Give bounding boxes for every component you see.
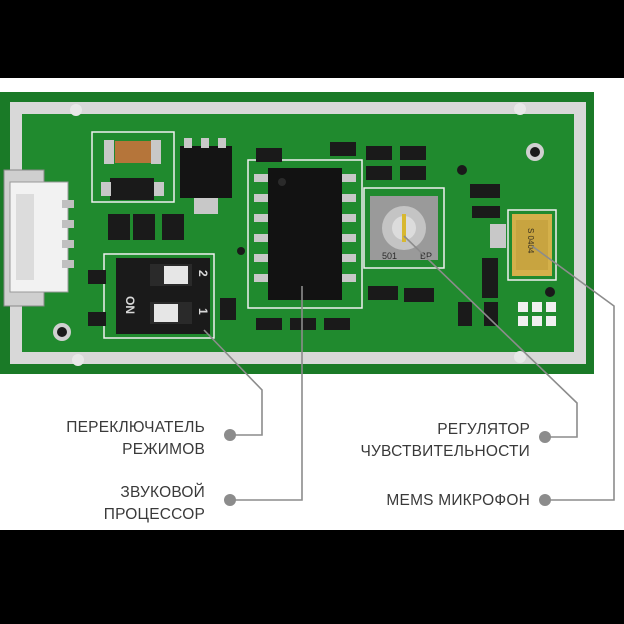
dip-on-label: ON [123,296,137,314]
smd-components [88,138,556,330]
label-sound-processor-line2: ПРОЦЕССОР [103,506,205,523]
mems-microphone [512,214,552,276]
potentiometer-code: 501 [382,251,397,261]
dip-switch [116,258,210,334]
sensitivity-potentiometer [370,196,438,260]
dip-number-2: 2 [196,270,210,277]
label-sound-processor: ЗВУКОВОЙ ПРОЦЕССОР [104,482,205,526]
callout-dots [224,429,551,506]
label-sound-processor-line1: ЗВУКОВОЙ [120,484,205,501]
leader-lines [203,235,615,501]
label-mode-switch: ПЕРЕКЛЮЧАТЕЛЬ РЕЖИМОВ [66,417,205,461]
leader-sound-processor [234,286,303,501]
label-sensitivity-line1: РЕГУЛЯТОР [437,421,530,438]
label-sensitivity: РЕГУЛЯТОР ЧУВСТВИТЕЛЬНОСТИ [360,419,530,463]
sound-processor-chip [254,168,356,300]
label-mems-mic-line1: MEMS МИКРОФОН [386,492,530,509]
dip-number-1: 1 [196,308,210,315]
connector [3,169,74,307]
leader-mems-mic [531,245,615,501]
label-sensitivity-line2: ЧУВСТВИТЕЛЬНОСТИ [360,443,530,460]
leader-mode-switch [203,329,263,436]
label-mems-mic: MEMS МИКРОФОН [386,490,530,512]
leader-sensitivity [403,235,578,438]
label-mode-switch-line2: РЕЖИМОВ [122,441,205,458]
label-mode-switch-line1: ПЕРЕКЛЮЧАТЕЛЬ [66,419,205,436]
microphone-marking: S 0404 [526,228,535,254]
potentiometer-marks: BP [420,251,432,261]
mounting-holes [53,103,555,366]
silkscreen-outlines [91,131,557,339]
